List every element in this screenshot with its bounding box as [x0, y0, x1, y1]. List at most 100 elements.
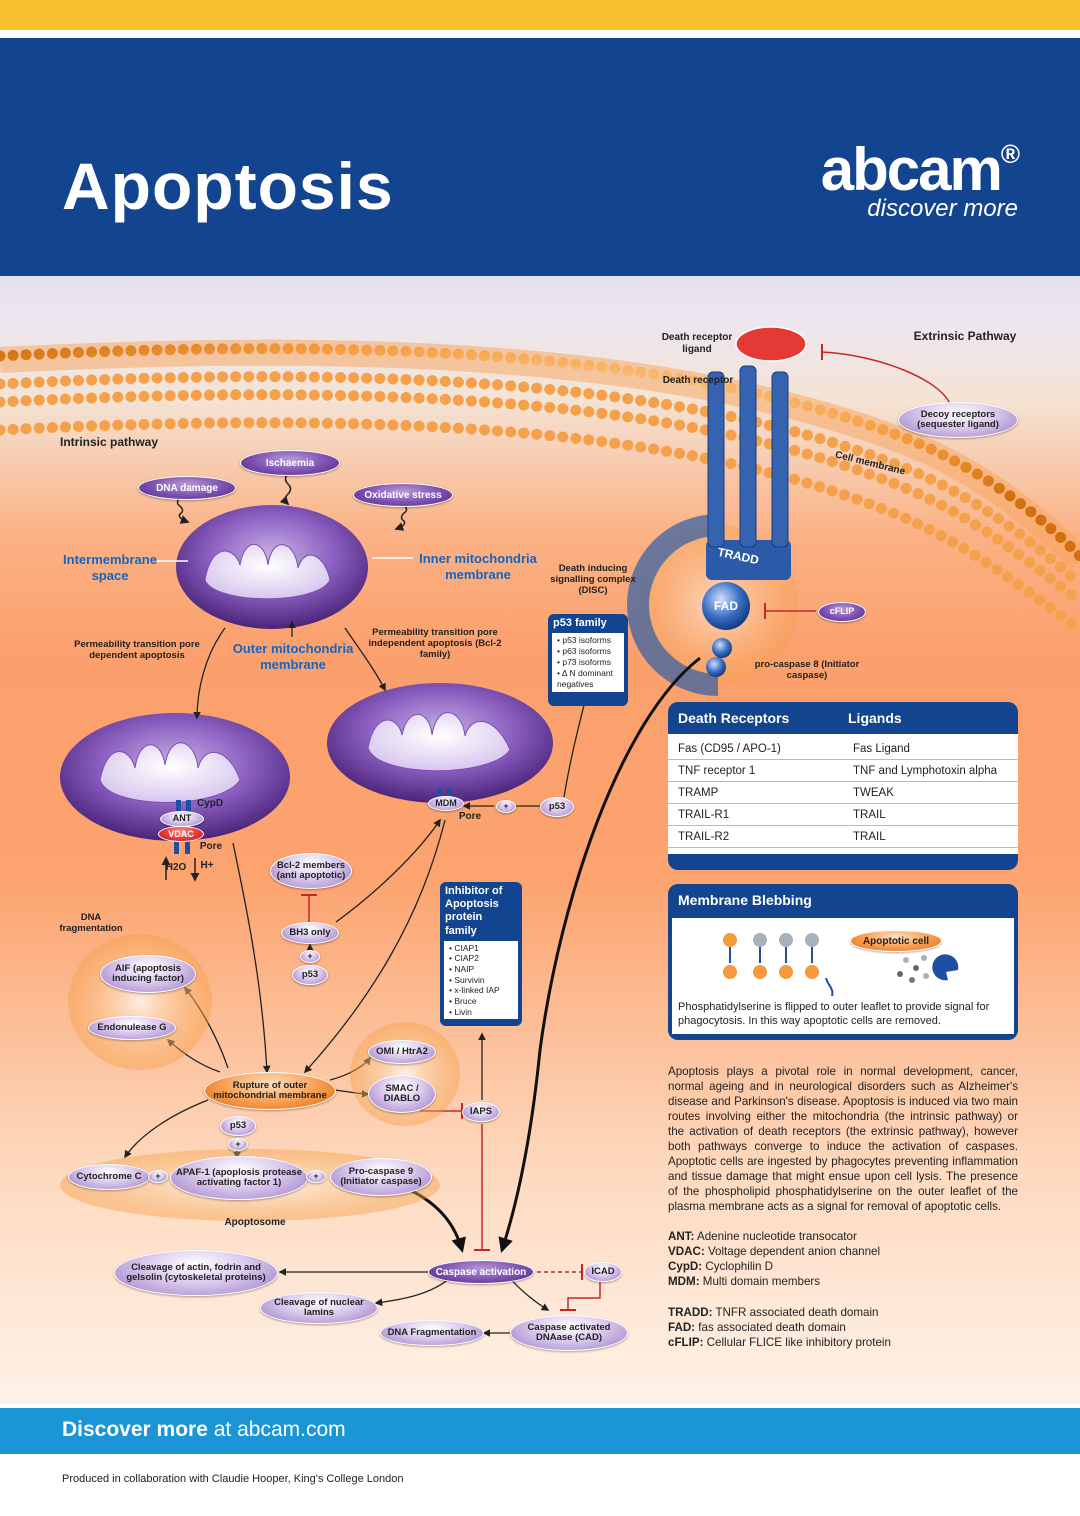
- table-cell: TWEAK: [843, 781, 1018, 804]
- mitochondrion-left: [60, 713, 290, 841]
- decoy-receptors[interactable]: Decoy receptors (sequester ligand): [898, 402, 1018, 438]
- table-cell: TNF receptor 1: [668, 759, 843, 782]
- caspase8-to-caspase-arrow: [498, 656, 701, 1253]
- death-receptors-table: Fas (CD95 / APO-1)Fas Ligand TNF recepto…: [668, 738, 1018, 848]
- aif[interactable]: AIF (apoptosis inducing factor): [100, 955, 196, 993]
- dna-damage[interactable]: DNA damage: [138, 476, 236, 500]
- blebbing-caption: Phosphatidylserine is flipped to outer l…: [678, 1001, 990, 1027]
- rupture-outer-membrane[interactable]: Rupture of outer mitochondrial membrane: [204, 1072, 336, 1110]
- fad-label: FAD: [714, 599, 738, 613]
- procaspase8-label: pro-caspase 8 (Initiator caspase): [754, 659, 860, 681]
- plus-badge: +: [148, 1170, 168, 1183]
- table-cell: Fas Ligand: [843, 738, 1018, 760]
- table-cell: TRAIL-R2: [668, 825, 843, 848]
- glossary-term: MDM:: [668, 1275, 700, 1288]
- header-banner: [0, 38, 1080, 276]
- cytochrome-c[interactable]: Cytochrome C: [68, 1164, 150, 1190]
- glossary-term: FAD:: [668, 1321, 696, 1334]
- death-receptors-header: Death Receptors Ligands: [668, 702, 1018, 734]
- glossary-def: TNFR associated death domain: [712, 1306, 879, 1319]
- ischaemia[interactable]: Ischaemia: [240, 450, 340, 476]
- table-cell: TNF and Lymphotoxin alpha: [843, 759, 1018, 782]
- icad[interactable]: ICAD: [584, 1262, 622, 1282]
- glossary-def: fas associated death domain: [695, 1321, 846, 1334]
- glossary-item: cFLIP: Cellular FLICE like inhibitory pr…: [668, 1335, 1028, 1350]
- oxidative-stress[interactable]: Oxidative stress: [353, 483, 453, 507]
- abcam-logo[interactable]: abcam®: [821, 135, 1020, 204]
- p53-family-title: p53 family: [553, 617, 607, 629]
- procaspase9[interactable]: Pro-caspase 9 (Initiator caspase): [330, 1158, 432, 1196]
- intrinsic-pathway-label: Intrinsic pathway: [60, 435, 159, 449]
- endonuclease-g[interactable]: Endonulease G: [88, 1016, 176, 1040]
- glossary-item: VDAC: Voltage dependent anion channel: [668, 1244, 1028, 1259]
- blebbing-icons: [723, 933, 959, 997]
- death-receptor-complex: [627, 326, 951, 696]
- list-item: • Livin: [449, 1006, 472, 1017]
- iap-family-box: Inhibitor of Apoptosis protein family • …: [440, 882, 522, 1026]
- col-ligands: Ligands: [848, 710, 902, 726]
- table-cell: TRAIL: [843, 803, 1018, 826]
- stress-squiggles: [176, 473, 408, 531]
- apoptosis-description: Apoptosis plays a pivotal role in normal…: [668, 1065, 1018, 1213]
- footer-link[interactable]: Discover more at abcam.com: [62, 1418, 346, 1442]
- ant[interactable]: ANT: [160, 811, 204, 827]
- glossary-term: cFLIP:: [668, 1336, 704, 1349]
- dna-fragmentation-side-label: DNA fragmentation: [59, 912, 123, 934]
- death-receptor-label: Death receptor: [662, 375, 734, 386]
- iaps[interactable]: IAPS: [462, 1102, 500, 1122]
- ptp-independent-label: Permeability transition pore independent…: [368, 627, 502, 660]
- cflip[interactable]: cFLIP: [818, 602, 866, 622]
- list-item: • p53 isoforms: [557, 635, 611, 646]
- caspase-activation[interactable]: Caspase activation: [428, 1260, 534, 1284]
- glossary-mitochondria: ANT: Adenine nucleotide transocator VDAC…: [668, 1229, 1028, 1289]
- list-item: • p63 isoforms: [557, 646, 611, 657]
- p53-family-box: p53 family • p53 isoforms • p63 isoforms…: [548, 614, 628, 706]
- cleavage-lamins[interactable]: Cleavage of nuclear lamins: [260, 1292, 378, 1324]
- glossary-def: Cyclophilin D: [702, 1260, 774, 1273]
- footer-bar: [0, 1408, 1080, 1454]
- p53-mito[interactable]: p53: [540, 797, 574, 817]
- table-cell: TRAMP: [668, 781, 843, 804]
- smac-diablo[interactable]: SMAC / DIABLO: [368, 1075, 436, 1113]
- omi-htra2[interactable]: OMI / HtrA2: [368, 1040, 436, 1064]
- iap-family-title: Inhibitor of Apoptosis protein family: [445, 885, 503, 937]
- plus-badge: +: [306, 1170, 326, 1183]
- pore-label: Pore: [199, 841, 223, 852]
- list-item: • Bruce: [449, 995, 477, 1006]
- death-receptors-body: Fas (CD95 / APO-1)Fas Ligand TNF recepto…: [668, 734, 1018, 854]
- glossary-item: MDM: Multi domain members: [668, 1274, 1028, 1289]
- glossary-term: TRADD:: [668, 1306, 713, 1319]
- plus-badge: +: [496, 800, 516, 813]
- vdac[interactable]: VDAC: [158, 826, 204, 842]
- bcl2-members[interactable]: Bcl-2 members (anti apoptotic): [270, 853, 352, 889]
- plus-badge: +: [228, 1138, 248, 1151]
- pathway-diagram: [0, 326, 1080, 1337]
- p53-apaf[interactable]: p53: [220, 1116, 256, 1136]
- list-item: • NAIP: [449, 964, 475, 974]
- dna-fragmentation[interactable]: DNA Fragmentation: [380, 1320, 484, 1346]
- footer-url: at abcam.com: [207, 1418, 346, 1441]
- apoptosome-label: Apoptosome: [224, 1217, 286, 1228]
- death-receptor-ligand-label: Death receptor ligand: [661, 332, 733, 355]
- mdm[interactable]: MDM: [428, 796, 464, 811]
- cleavage-actin[interactable]: Cleavage of actin, fodrin and gelsolin (…: [114, 1250, 278, 1296]
- glossary-item: FAD: fas associated death domain: [668, 1320, 1028, 1335]
- glossary-def: Multi domain members: [699, 1275, 821, 1288]
- col-death-receptors: Death Receptors: [678, 710, 790, 726]
- table-cell: Fas (CD95 / APO-1): [668, 738, 843, 760]
- list-item: • p73 isoforms: [557, 657, 611, 668]
- glossary-def: Cellular FLICE like inhibitory protein: [703, 1336, 891, 1349]
- p53-bh3[interactable]: p53: [292, 965, 328, 985]
- cad[interactable]: Caspase activated DNAase (CAD): [510, 1315, 628, 1351]
- death-receptors-panel: Death Receptors Ligands Fas (CD95 / APO-…: [668, 702, 1018, 870]
- glossary-item: TRADD: TNFR associated death domain: [668, 1305, 1028, 1320]
- apaf-1[interactable]: APAF-1 (apoplosis protease activating fa…: [170, 1156, 308, 1200]
- inner-membrane-label: Inner mitochondria membrane: [419, 551, 537, 582]
- cypd-label: CypD: [196, 798, 224, 809]
- top-accent-bar: [0, 0, 1080, 30]
- credit-line: Produced in collaboration with Claudie H…: [62, 1473, 404, 1485]
- bh3-only[interactable]: BH3 only: [281, 922, 339, 944]
- list-item: • CIAP1: [449, 942, 479, 953]
